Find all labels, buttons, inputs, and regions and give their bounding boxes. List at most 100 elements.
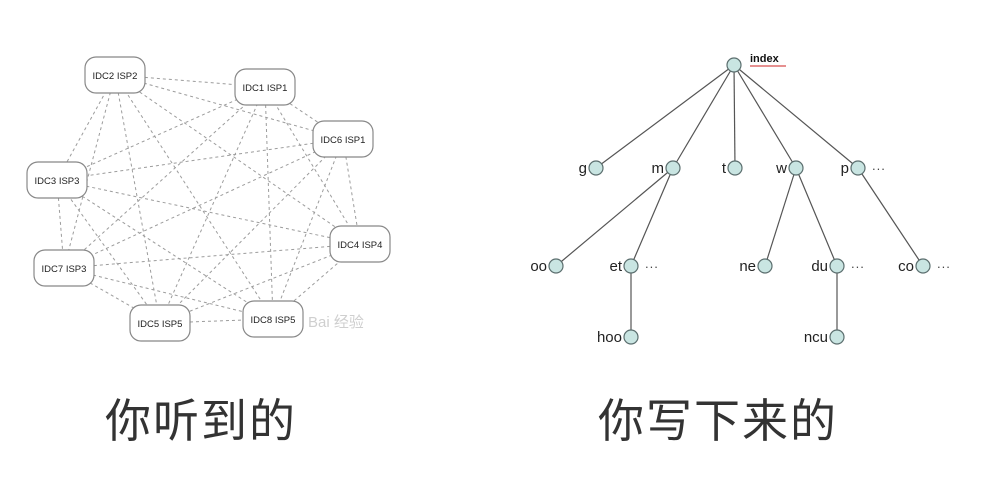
mesh-link xyxy=(63,86,266,269)
mesh-edges xyxy=(56,74,361,324)
more-ellipsis: ... xyxy=(937,256,951,271)
tree-node-g: g xyxy=(579,160,604,177)
mesh-node: IDC6 ISP1 xyxy=(312,120,374,158)
tree-root-label: index xyxy=(750,53,780,65)
mesh-node-box xyxy=(329,225,391,263)
mesh-link xyxy=(63,243,361,269)
tree-link xyxy=(733,64,797,169)
tree-node-label: du xyxy=(811,258,828,275)
tree-node-circle xyxy=(788,160,804,176)
tree-link xyxy=(795,167,838,267)
mesh-node-label: IDC1 ISP1 xyxy=(243,83,288,94)
tree-node-index: index xyxy=(726,53,786,73)
tree-node-label: p xyxy=(841,160,849,177)
more-ellipsis: ... xyxy=(645,256,659,271)
mesh-node-box xyxy=(33,249,95,287)
mesh-node: IDC7 ISP3 xyxy=(33,249,95,287)
tree-link xyxy=(733,64,736,169)
tree-node-et: et xyxy=(609,258,639,275)
mesh-node-label: IDC7 ISP3 xyxy=(42,264,87,275)
mesh-link xyxy=(56,138,344,181)
tree-link xyxy=(595,64,735,169)
tree-node-circle xyxy=(623,258,639,274)
tree-node-ncu: ncu xyxy=(804,329,845,346)
mesh-node-label: IDC3 ISP3 xyxy=(35,176,80,187)
tree-link xyxy=(733,64,859,169)
tree-link xyxy=(672,64,735,169)
mesh-node: IDC4 ISP4 xyxy=(329,225,391,263)
mesh-node: IDC8 ISP5 xyxy=(242,300,304,338)
mesh-node: IDC1 ISP1 xyxy=(234,68,296,106)
tree-node-circle xyxy=(915,258,931,274)
mesh-node-label: IDC5 ISP5 xyxy=(138,319,183,330)
mesh-link xyxy=(114,74,361,245)
mesh-node-box xyxy=(242,300,304,338)
mesh-node-label: IDC4 ISP4 xyxy=(338,240,383,251)
caption-heard: 你听到的 xyxy=(105,394,297,448)
tree-node-circle xyxy=(829,258,845,274)
tree-node-label: hoo xyxy=(597,329,622,346)
tree-node-hoo: hoo xyxy=(597,329,639,346)
mesh-node: IDC3 ISP3 xyxy=(26,161,88,199)
mesh-link xyxy=(56,179,361,245)
mesh-node-label: IDC2 ISP2 xyxy=(93,71,138,82)
mesh-link xyxy=(56,179,274,320)
mesh-link xyxy=(56,179,161,324)
mesh-node-box xyxy=(26,161,88,199)
mesh-node-box xyxy=(234,68,296,106)
tree-node-label: et xyxy=(609,258,622,275)
tree-node-label: ne xyxy=(739,258,756,275)
tree-link xyxy=(630,167,674,267)
mesh-node-label: IDC8 ISP5 xyxy=(251,315,296,326)
tree-node-label: g xyxy=(579,160,587,177)
tree-link xyxy=(857,167,924,267)
mesh-node: IDC2 ISP2 xyxy=(84,56,146,94)
mesh-node-box xyxy=(312,120,374,158)
tree-node-du: du xyxy=(811,258,845,275)
mesh-link xyxy=(159,86,266,324)
tree-node-w: w xyxy=(775,160,804,177)
mesh-node-box xyxy=(84,56,146,94)
tree-node-circle xyxy=(727,160,743,176)
tree-node-oo: oo xyxy=(530,258,564,275)
tree-node-label: ncu xyxy=(804,329,828,346)
more-ellipsis: ... xyxy=(872,158,886,173)
tree-node-label: co xyxy=(898,258,914,275)
tree-node-label: w xyxy=(775,160,787,177)
tree-node-label: t xyxy=(722,160,727,177)
tree-nodes: index g m t w p oo et hoo ne du ncu co............ xyxy=(530,53,951,346)
mesh-link xyxy=(264,86,274,320)
mesh-link xyxy=(114,74,161,324)
tree-node-t: t xyxy=(722,160,743,177)
tree-link xyxy=(764,167,797,267)
tree-node-circle xyxy=(757,258,773,274)
mesh-node: IDC5 ISP5 xyxy=(129,304,191,342)
mesh-link xyxy=(159,138,344,324)
tree-node-co: co xyxy=(898,258,931,275)
tree-node-circle xyxy=(623,329,639,345)
tree-node-circle xyxy=(850,160,866,176)
mesh-node-label: IDC6 ISP1 xyxy=(321,135,366,146)
mesh-link xyxy=(114,74,274,320)
caption-written: 你写下来的 xyxy=(598,394,838,448)
tree-node-ne: ne xyxy=(739,258,773,275)
more-ellipsis: ... xyxy=(851,256,865,271)
mesh-link xyxy=(272,138,344,320)
mesh-link xyxy=(264,86,361,245)
mesh-node-box xyxy=(129,304,191,342)
tree-node-m: m xyxy=(652,160,681,177)
tree-node-circle xyxy=(665,160,681,176)
watermark: Bai 经验 xyxy=(308,314,364,331)
mesh-link xyxy=(56,86,266,181)
tree-node-circle xyxy=(726,57,742,73)
tree-node-label: m xyxy=(652,160,665,177)
tree-node-circle xyxy=(548,258,564,274)
tree-node-circle xyxy=(588,160,604,176)
tree-node-p: p xyxy=(841,160,866,177)
tree-node-label: oo xyxy=(530,258,547,275)
index-tree-diagram: index g m t w p oo et hoo ne du ncu co............ xyxy=(530,53,951,346)
tree-node-circle xyxy=(829,329,845,345)
